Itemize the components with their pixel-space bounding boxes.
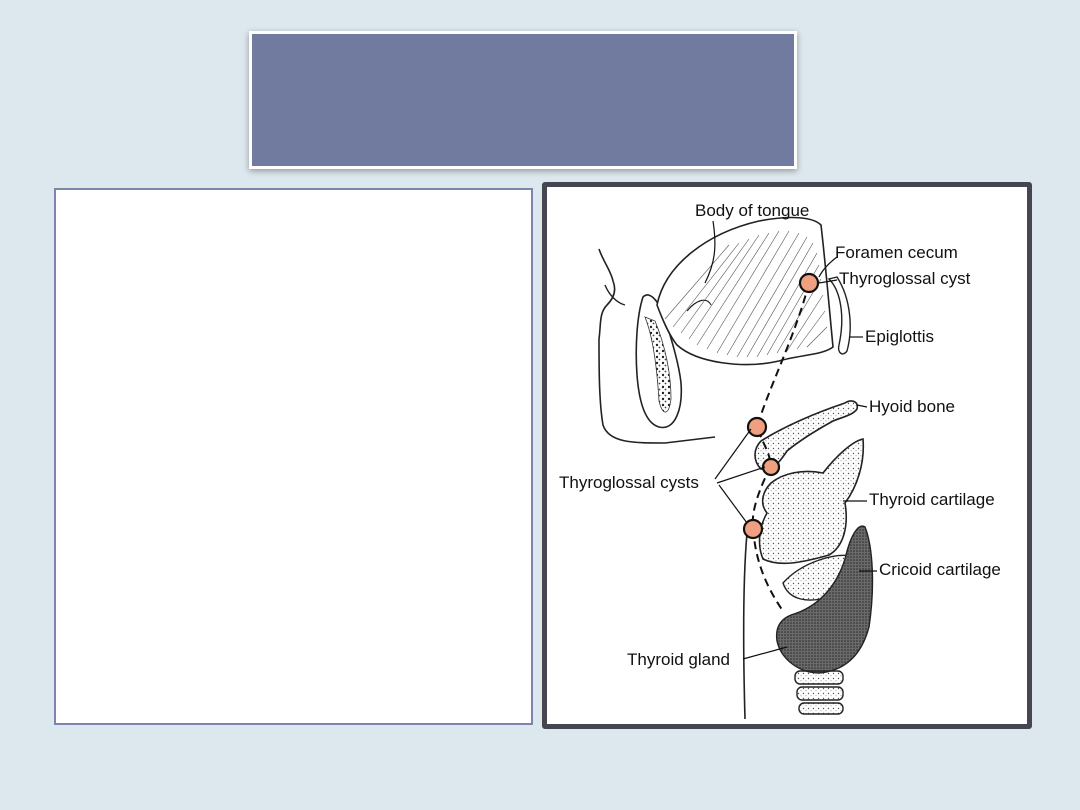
trachea-ring-2 [796,686,844,701]
trachea-ring-1 [794,670,844,685]
label-thyroglossal-cysts: Thyroglossal cysts [559,473,699,492]
epiglottis-structure [827,276,851,355]
label-hyoid-bone: Hyoid bone [869,397,955,416]
label-cricoid-cartilage: Cricoid cartilage [879,560,1001,579]
leader-lines [704,220,877,660]
slide-content-box [54,188,533,725]
thyroid-gland-structure [775,525,874,674]
thyroglossal-cyst-middle [761,457,781,477]
tongue-floor-fold [686,299,712,312]
mandible-marrow [644,316,672,413]
thyroglossal-cyst-top [798,272,820,294]
thyroglossal-cyst-hyoid [746,416,768,438]
thyroglossal-duct-diagram: Body of tongue Foramen cecum Thyroglossa… [559,201,1001,720]
label-foramen-cecum: Foramen cecum [835,243,958,262]
label-thyroglossal-cyst: Thyroglossal cyst [839,269,971,288]
face-profile-outline [598,248,716,444]
label-body-of-tongue: Body of tongue [695,201,809,220]
tongue-body [656,216,834,366]
label-thyroid-cartilage: Thyroid cartilage [869,490,995,509]
hyoid-bone-structure [754,400,859,471]
neck-anterior-outline [742,532,748,720]
thyroglossal-cyst-lower [742,518,764,540]
slide-title-box [249,31,797,169]
anatomy-figure-frame: Body of tongue Foramen cecum Thyroglossa… [542,182,1032,729]
thyroid-cartilage-structure [758,438,865,565]
label-epiglottis: Epiglottis [865,327,934,346]
tongue-muscle-hatching [664,230,828,358]
trachea-ring-3 [798,702,844,715]
lip-line [604,284,626,306]
label-thyroid-gland: Thyroid gland [627,650,730,669]
